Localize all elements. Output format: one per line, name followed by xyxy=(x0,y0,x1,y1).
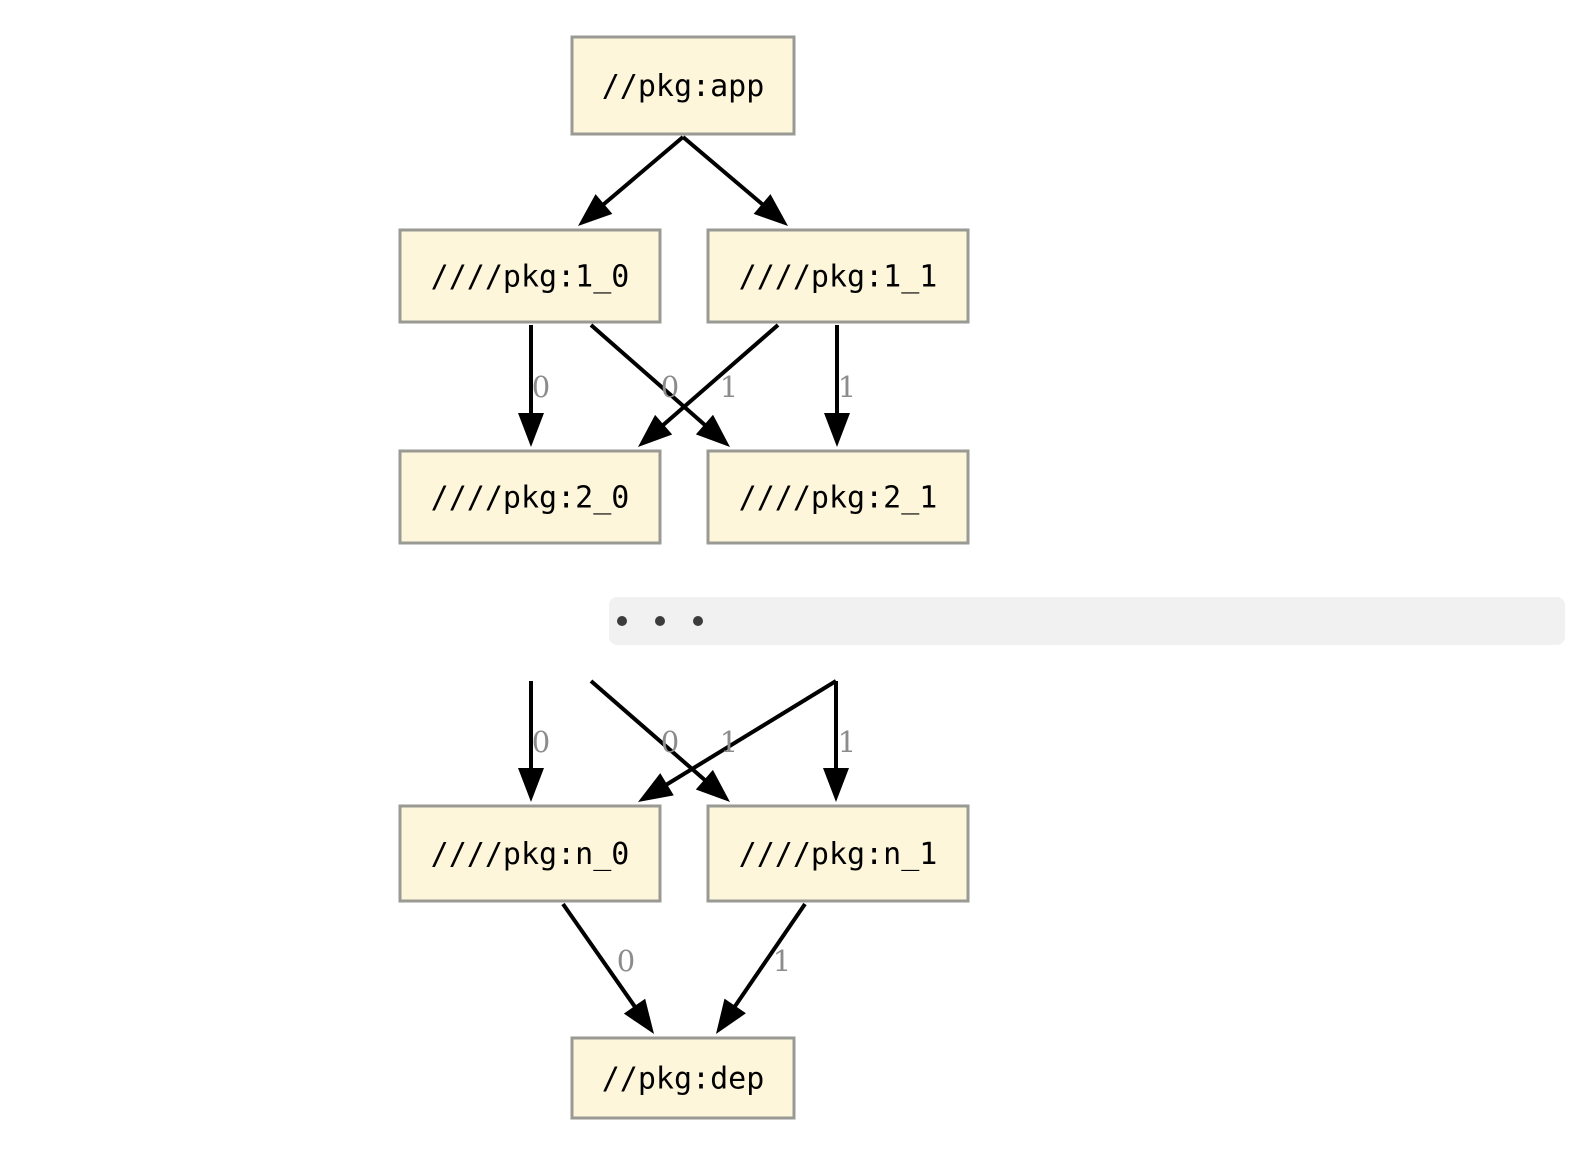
edge-label: 0 xyxy=(532,370,550,404)
node-layer: //pkg:app ////pkg:1_0 ////pkg:1_1 ////pkg:2… xyxy=(398,35,970,1120)
node-label: //pkg:app xyxy=(602,69,765,104)
edge-line xyxy=(599,135,685,209)
ellipsis-dot xyxy=(655,616,665,626)
graph-edge xyxy=(589,679,730,802)
graph-node-l2_1[interactable]: ////pkg:2_1 xyxy=(706,449,970,545)
edge-line xyxy=(561,902,639,1011)
node-label: ////pkg:1_1 xyxy=(739,260,938,295)
node-box[interactable] xyxy=(706,228,970,324)
ellipsis-dot xyxy=(693,616,703,626)
edge-line xyxy=(589,323,709,429)
graph-node-dep[interactable]: //pkg:dep xyxy=(570,1036,796,1120)
edge-arrowhead-icon xyxy=(716,998,746,1034)
graph-node-l2_0[interactable]: ////pkg:2_0 xyxy=(398,449,662,545)
edge-arrowhead-icon xyxy=(695,769,730,802)
node-label: ////pkg:2_0 xyxy=(431,481,630,516)
node-label: ////pkg:n_0 xyxy=(431,837,630,872)
edge-arrowhead-icon xyxy=(623,998,654,1034)
edge-label: 0 xyxy=(617,944,635,978)
edge-label: 1 xyxy=(720,725,738,759)
edge-arrowhead-icon xyxy=(638,773,674,802)
edge-label: 1 xyxy=(773,944,791,978)
node-box[interactable] xyxy=(398,804,662,903)
edge-arrowhead-icon xyxy=(753,194,788,226)
edge-arrowhead-icon xyxy=(518,768,544,802)
edge-arrowhead-icon xyxy=(823,768,849,802)
edge-line xyxy=(659,323,780,429)
edge-label: 1 xyxy=(838,370,856,404)
ellipsis-band xyxy=(609,597,1565,645)
graph-node-app[interactable]: //pkg:app xyxy=(570,35,796,136)
graph-edge xyxy=(638,679,838,802)
edge-label: 0 xyxy=(532,725,550,759)
graph-edge xyxy=(589,323,730,447)
edge-line xyxy=(681,135,767,209)
graph-edge xyxy=(518,325,544,447)
graph-edge xyxy=(823,681,849,802)
node-box[interactable] xyxy=(706,449,970,545)
graph-node-ln_0[interactable]: ////pkg:n_0 xyxy=(398,804,662,903)
node-box[interactable] xyxy=(398,228,662,324)
edge-label: 1 xyxy=(720,370,738,404)
graph-edge xyxy=(716,902,807,1034)
edge-arrowhead-icon xyxy=(824,413,850,447)
edge-layer xyxy=(518,135,850,1034)
node-box[interactable] xyxy=(706,804,970,903)
edge-arrowhead-icon xyxy=(638,414,673,447)
ellipsis-dot xyxy=(617,616,627,626)
node-label: ////pkg:1_0 xyxy=(431,260,630,295)
edge-label-layer: 0 0 1 1 0 0 1 1 0 1 xyxy=(532,370,856,978)
edge-line xyxy=(589,679,709,784)
graph-edge xyxy=(518,681,544,802)
node-label: //pkg:dep xyxy=(602,1062,765,1097)
graph-node-l1_0[interactable]: ////pkg:1_0 xyxy=(398,228,662,324)
ellipsis-separator xyxy=(609,597,1565,645)
graph-edge xyxy=(578,135,685,226)
node-label: ////pkg:n_1 xyxy=(739,837,938,872)
edge-arrowhead-icon xyxy=(578,194,613,226)
graph-edge xyxy=(681,135,788,226)
edge-line xyxy=(662,679,838,789)
graph-node-l1_1[interactable]: ////pkg:1_1 xyxy=(706,228,970,324)
edge-arrowhead-icon xyxy=(695,414,730,447)
edge-line xyxy=(731,902,807,1011)
edge-label: 0 xyxy=(661,725,679,759)
node-box[interactable] xyxy=(570,35,796,136)
edge-label: 0 xyxy=(661,370,679,404)
node-box[interactable] xyxy=(398,449,662,545)
graph-node-ln_1[interactable]: ////pkg:n_1 xyxy=(706,804,970,903)
edge-label: 1 xyxy=(838,725,856,759)
graph-edge xyxy=(561,902,654,1034)
node-box[interactable] xyxy=(570,1036,796,1120)
edge-arrowhead-icon xyxy=(518,413,544,447)
node-label: ////pkg:2_1 xyxy=(739,481,938,516)
graph-edge xyxy=(638,323,780,447)
graph-edge xyxy=(824,325,850,447)
